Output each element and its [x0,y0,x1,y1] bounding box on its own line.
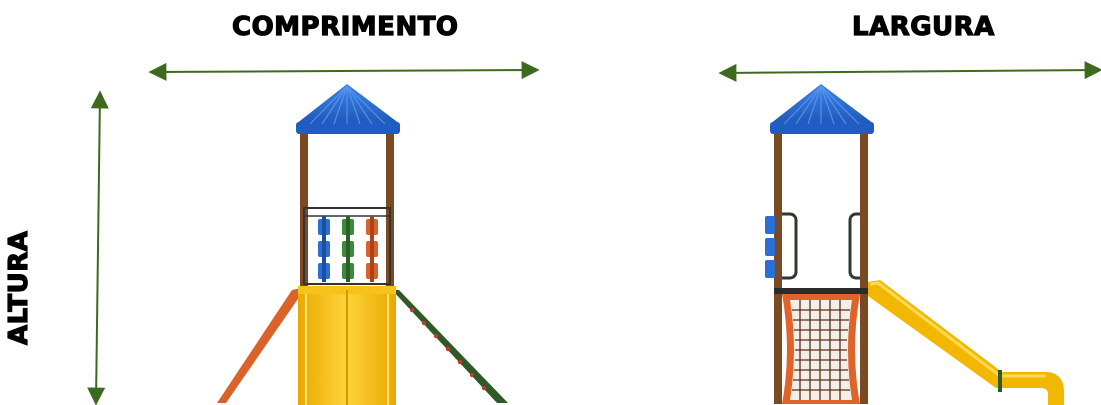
panel-blocks-green [342,216,354,282]
roof [296,84,400,134]
activity-panel [303,207,391,285]
climbing-net [782,294,860,404]
slide [298,286,396,405]
handle [848,212,860,280]
post [860,132,868,404]
slide [868,280,1064,405]
panel-blocks-blue-side [765,216,775,278]
climbing-pole [217,288,302,403]
post [774,132,782,404]
front-view-tower [217,84,508,405]
handle [782,212,798,280]
roof [770,84,874,134]
length-arrow [148,61,540,81]
panel-blocks-blue [318,216,330,282]
width-arrow [718,61,1101,82]
ladder [392,290,508,403]
panel-blocks-orange [366,216,378,282]
length-label: COMPRIMENTO [231,11,459,42]
side-view-tower [765,84,1064,405]
width-label: LARGURA [851,11,995,42]
height-arrow [87,90,109,405]
